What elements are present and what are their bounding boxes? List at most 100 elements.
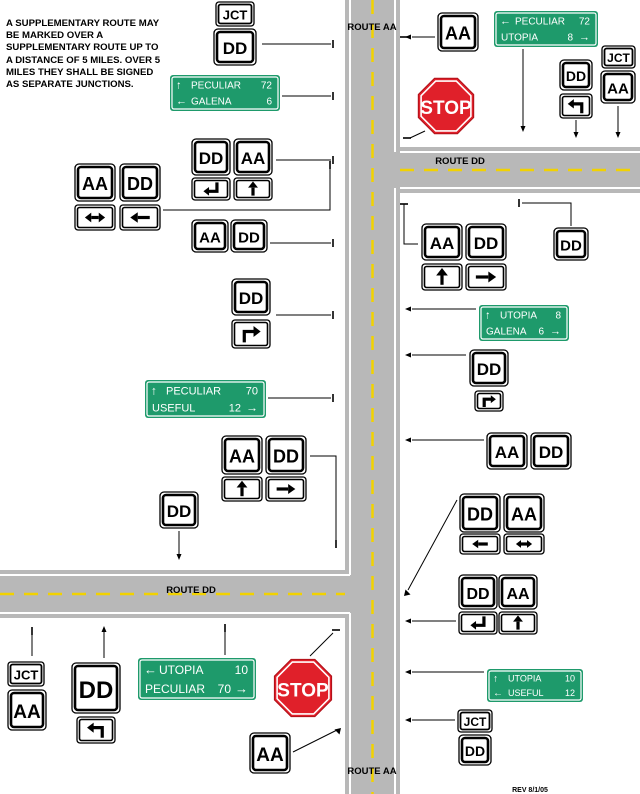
- guide-arrow: ↑: [485, 310, 491, 322]
- svg-text:DD: DD: [239, 289, 264, 308]
- double-arrow-plaque-se: [503, 533, 545, 555]
- svg-text:DD: DD: [566, 68, 586, 84]
- svg-text:DD: DD: [79, 677, 114, 704]
- svg-text:JCT: JCT: [464, 715, 487, 729]
- aa-shield-far-ne: AA: [600, 70, 636, 104]
- leader-arrowhead: [405, 352, 411, 358]
- guide-destination: UTOPIA: [501, 33, 538, 44]
- hook-left-arrow-plaque-se: [458, 611, 498, 635]
- up-arrow-plaque-se: [498, 611, 538, 635]
- jct-plaque-se: JCT: [457, 709, 493, 733]
- aa-shield-e-approach: AA: [421, 223, 463, 261]
- turn-left-arrow-plaque-ne: [559, 93, 593, 119]
- left-arrow-plaque-se: [459, 533, 501, 555]
- aa-shield-bottom: AA: [249, 732, 291, 774]
- guide-distance: 70: [246, 385, 258, 397]
- svg-text:DD: DD: [474, 234, 499, 253]
- guide-destination: PECULIAR: [515, 17, 565, 28]
- leader-arrowhead: [101, 626, 107, 632]
- svg-text:JCT: JCT: [14, 667, 39, 682]
- dd-shield-w-approach: DD: [159, 491, 199, 529]
- revision-label: REV 8/1/05: [512, 787, 548, 794]
- guide-arrow: ←: [144, 662, 157, 677]
- guide-destination: UTOPIA: [159, 663, 203, 677]
- svg-text:AA: AA: [430, 234, 455, 253]
- guide-arrow: ←: [176, 96, 187, 108]
- svg-text:AA: AA: [229, 447, 255, 467]
- route-dd-label-east: ROUTE DD: [435, 156, 485, 167]
- leader-line: [310, 455, 337, 540]
- leader-line: [292, 729, 338, 753]
- guide-distance: 12: [565, 688, 575, 698]
- up-arrow-plaque-e: [421, 263, 463, 291]
- guide-distance: 70: [218, 682, 232, 696]
- guide-distance: 8: [567, 33, 573, 44]
- svg-text:DD: DD: [477, 360, 502, 379]
- guide-destination: USEFUL: [152, 402, 195, 414]
- svg-text:AA: AA: [506, 586, 530, 603]
- aa-shield-before-dd: AA: [221, 435, 263, 475]
- svg-text:DD: DD: [127, 174, 153, 194]
- svg-text:JCT: JCT: [607, 51, 630, 65]
- dd-shield-left-turn: DD: [191, 138, 231, 176]
- dd-shield-e-lower: DD: [530, 432, 572, 470]
- guide-distance: 6: [266, 97, 272, 108]
- turn-left-arrow-plaque-sw: [76, 716, 116, 744]
- leader-arrowhead: [334, 728, 341, 735]
- dd-shield-before-dd: DD: [265, 435, 307, 475]
- dd-shield-s-right: DD: [458, 574, 498, 610]
- dd-shield-sw: DD: [71, 662, 121, 714]
- dd-shield-bottom-right: DD: [458, 734, 492, 766]
- leader-arrowhead: [405, 669, 411, 675]
- jct-plaque-ne: JCT: [601, 45, 636, 69]
- turn-right-arrow-plaque: [231, 319, 271, 349]
- aa-shield-se: AA: [503, 493, 545, 533]
- leader-arrowhead: [176, 554, 182, 560]
- right-arrow-plaque-w: [265, 476, 307, 502]
- svg-text:AA: AA: [445, 24, 471, 44]
- guide-distance: 10: [235, 663, 249, 677]
- leader-arrowhead: [520, 126, 526, 132]
- guide-distance: 72: [261, 81, 273, 92]
- leader-arrowhead: [405, 618, 411, 624]
- guide-distance: 8: [555, 311, 561, 322]
- jct-plaque-sw: JCT: [7, 661, 45, 687]
- right-arrow-plaque-e: [465, 263, 507, 291]
- up-arrow-plaque-nw: [233, 177, 273, 201]
- svg-text:STOP: STOP: [277, 680, 329, 701]
- route-aa-label-bottom: ROUTE AA: [347, 766, 396, 777]
- dd-shield-ne: DD: [559, 59, 593, 91]
- svg-text:AA: AA: [82, 174, 108, 194]
- route-dd-label-west: ROUTE DD: [166, 585, 216, 596]
- guide-arrow: →: [579, 32, 590, 44]
- svg-text:DD: DD: [199, 149, 224, 168]
- guide-arrow: ←: [493, 688, 503, 699]
- dd-shield-e-mid: DD: [469, 349, 509, 387]
- guide-destination: GALENA: [191, 97, 232, 108]
- svg-text:JCT: JCT: [223, 7, 248, 22]
- dd-shield-se: DD: [459, 493, 501, 533]
- guide-destination: PECULIAR: [145, 682, 205, 696]
- leader-line: [409, 130, 426, 139]
- leader-arrowhead: [405, 306, 411, 312]
- stop-sign-ne: STOP: [417, 77, 475, 135]
- guide-arrow: →: [235, 681, 248, 696]
- guide-distance: 12: [229, 402, 241, 414]
- leader-arrowhead: [405, 437, 411, 443]
- guide-arrow: ↑: [493, 673, 498, 684]
- aa-shield-e-lower: AA: [486, 432, 528, 470]
- leader-line: [522, 202, 572, 226]
- dd-shield-nw: DD: [213, 28, 257, 66]
- svg-text:AA: AA: [607, 80, 629, 97]
- svg-text:DD: DD: [273, 447, 299, 467]
- aa-shield-far-left: AA: [74, 163, 116, 202]
- guide-destination: PECULIAR: [191, 81, 241, 92]
